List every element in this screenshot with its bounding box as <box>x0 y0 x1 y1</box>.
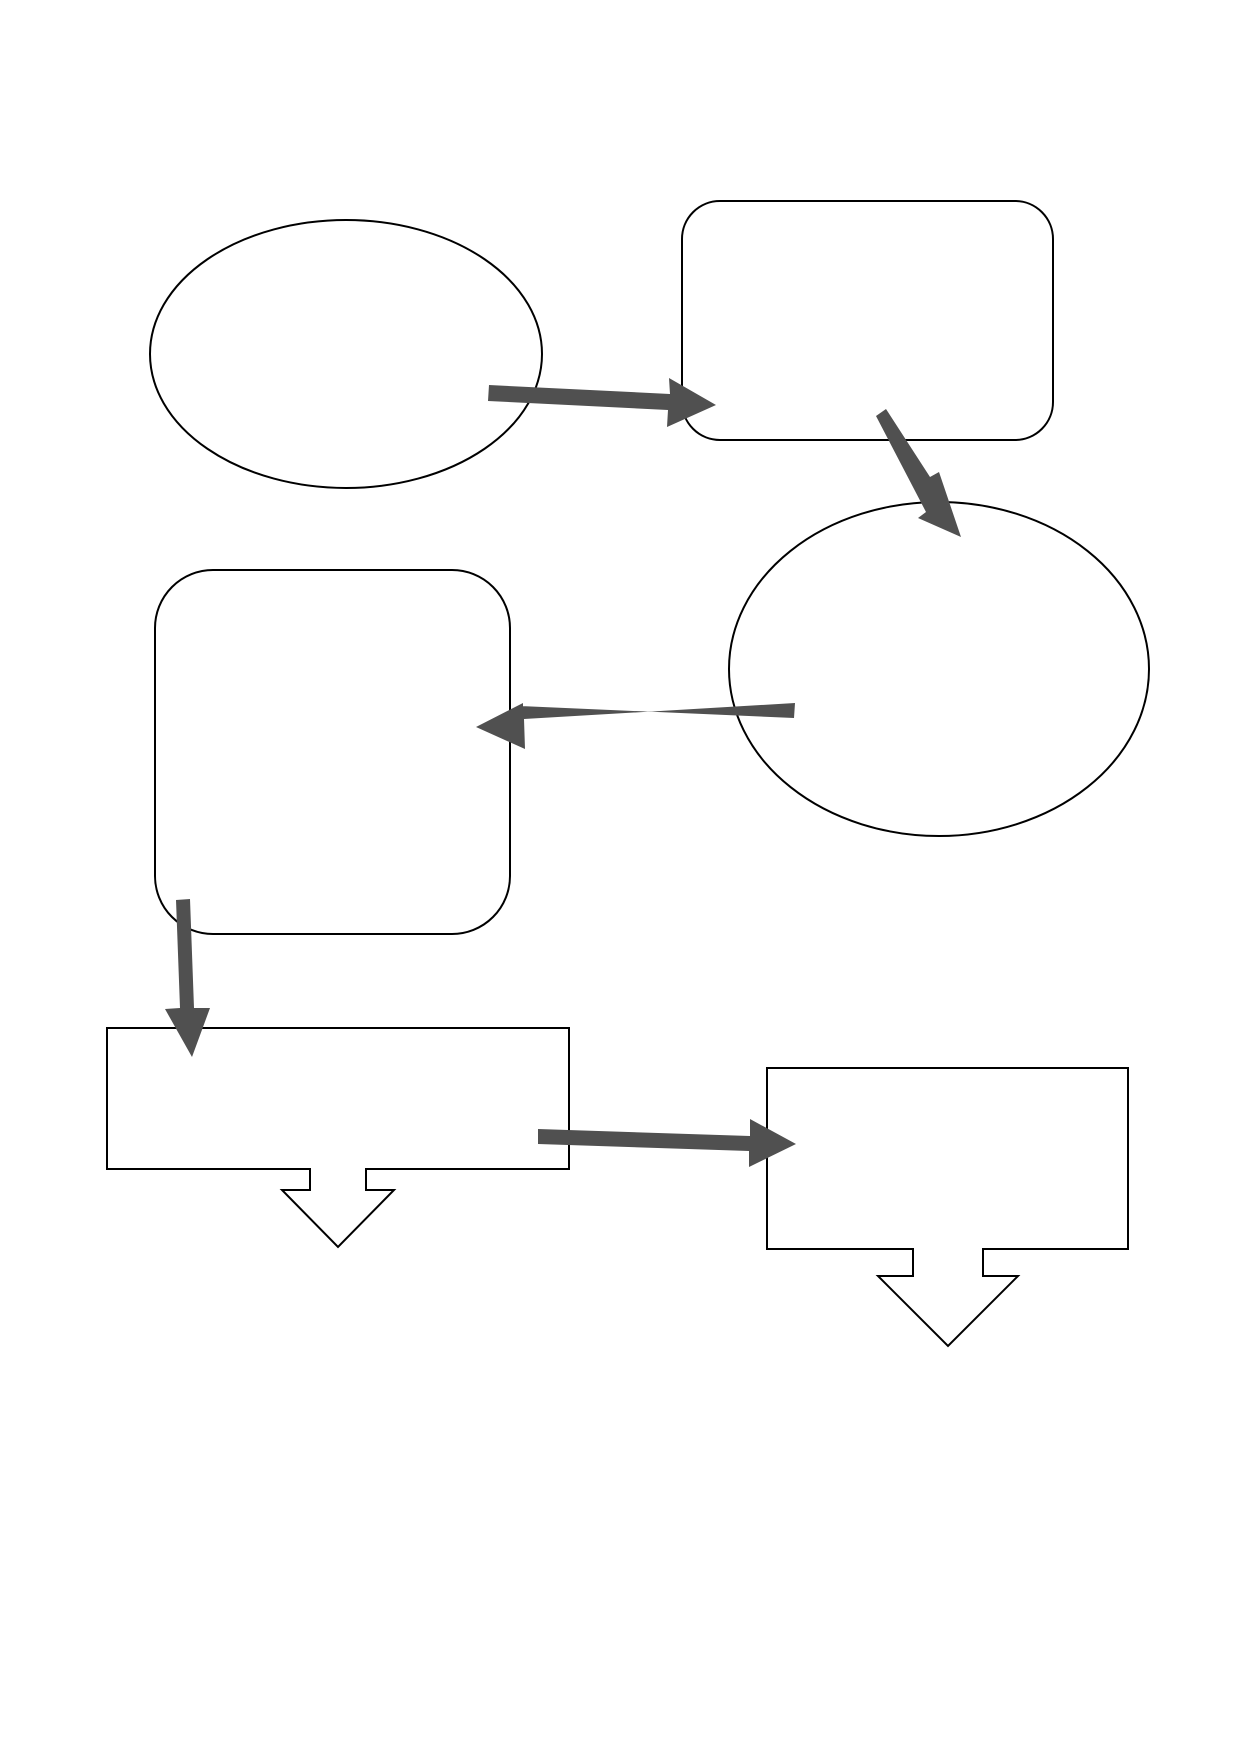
node-rounded-box-4[interactable] <box>154 569 511 935</box>
arrow-2-to-3 <box>876 409 961 537</box>
node-ellipse-3[interactable] <box>728 501 1150 837</box>
arrow-5-to-6 <box>538 1119 796 1167</box>
node-callout-5[interactable] <box>106 1027 570 1249</box>
arrow-3-to-4 <box>476 703 795 749</box>
node-callout-6[interactable] <box>766 1067 1129 1348</box>
node-ellipse-1[interactable] <box>149 219 543 489</box>
node-rounded-box-2[interactable] <box>681 200 1054 441</box>
arrow-1-to-2 <box>488 378 716 427</box>
arrow-4-to-5 <box>165 899 210 1057</box>
